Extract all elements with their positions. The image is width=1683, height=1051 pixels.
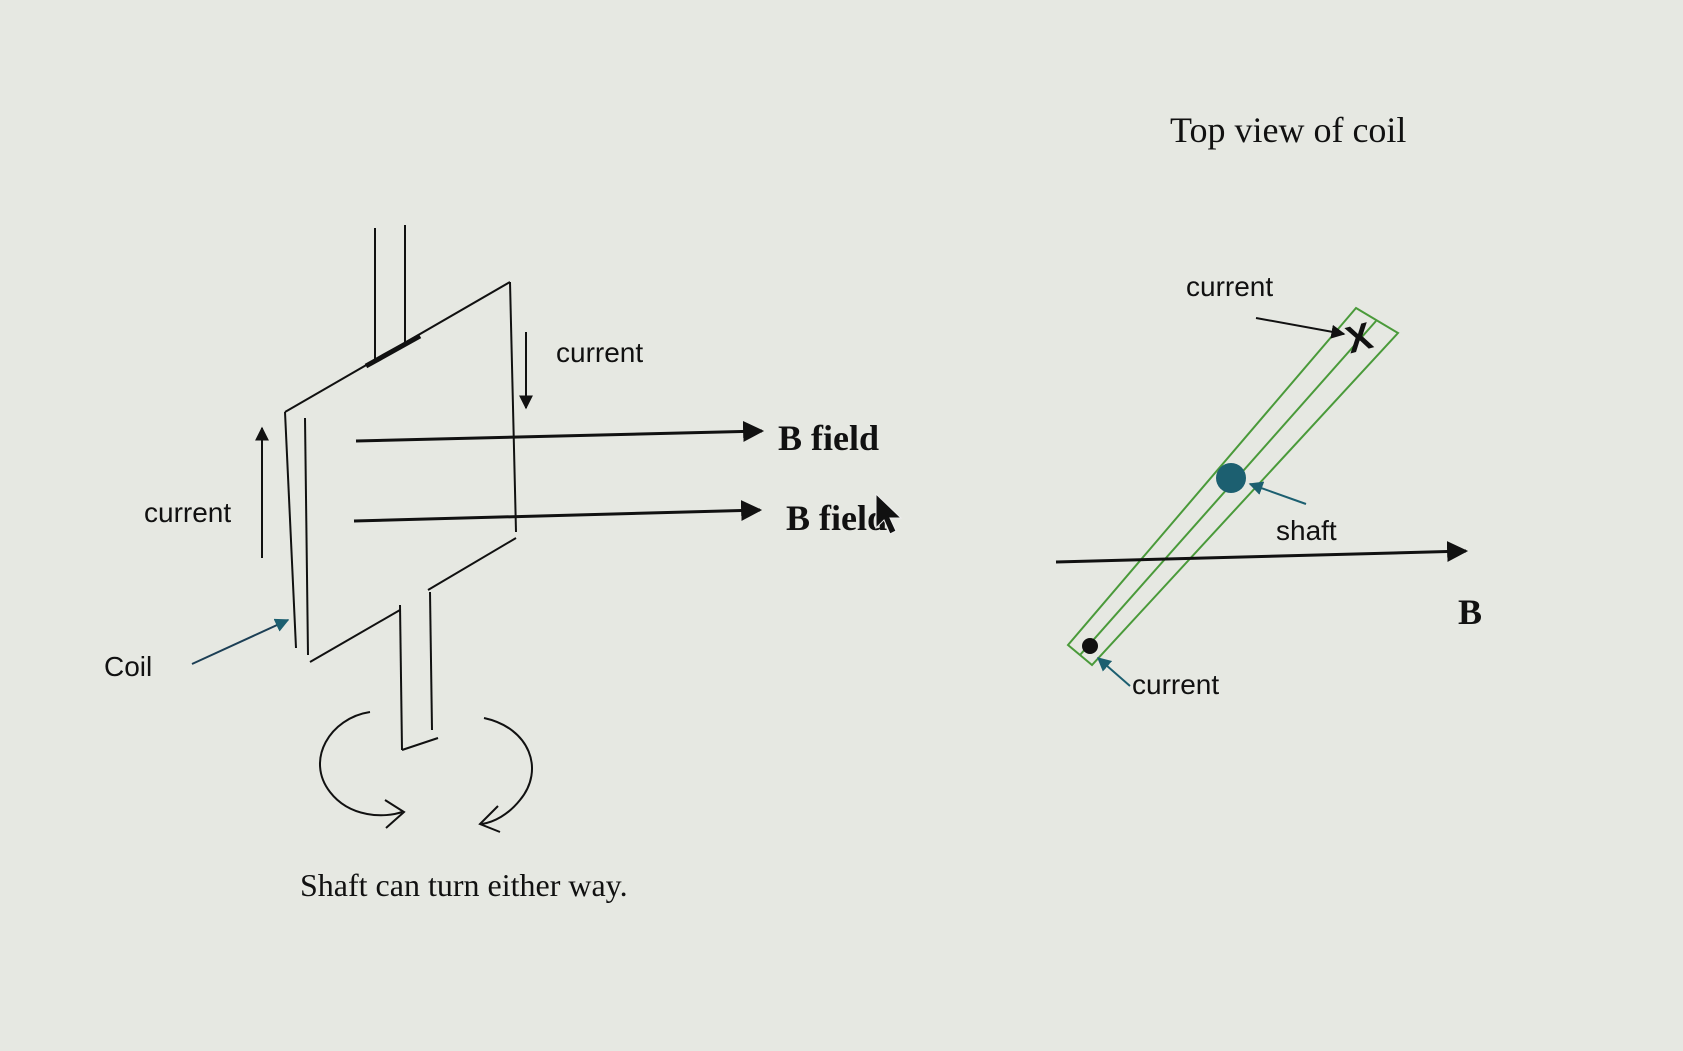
mouse-cursor-icon [875,492,903,535]
current-pointer-bottom [1096,657,1131,687]
lower-shaft-end [401,737,439,751]
coil-3d-drawing [284,225,533,833]
rotation-arrow-right [481,717,533,825]
b-field-arrow-1 [355,420,765,443]
coil-bottom-edge-right [427,537,517,591]
current-label-bottom-right: current [1132,669,1219,700]
coil-pointer-arrow [191,618,290,665]
b-field-arrow-2 [353,500,763,523]
coil-bottom-edge-left [309,609,401,663]
rotation-arrow-left [319,711,403,817]
b-field-label-1: B field [778,418,879,458]
current-out-dot [1082,638,1098,654]
lower-shaft-line-left [399,604,403,751]
current-pointer-top [1255,317,1346,339]
current-label-top-right: current [1186,271,1273,302]
lower-shaft-line-right [429,591,433,731]
shaft-dot [1216,463,1246,493]
b-label: B [1458,592,1482,632]
coil-left-side-outer [284,411,297,649]
shaft-pointer-arrow [1248,481,1307,505]
coil-outer-outline [1066,306,1400,667]
top-view-title: Top view of coil [1170,110,1406,150]
rotation-arrow-left-head [384,799,406,829]
current-label-left: current [144,497,231,528]
b-arrow [1055,541,1469,564]
coil-shaft-joint [364,333,422,369]
current-x-symbol: X [1342,315,1378,362]
b-field-label-2: B field [786,498,887,538]
current-label-top: current [556,337,643,368]
shaft-label: shaft [1276,515,1337,546]
rotation-arrow-right-head [478,805,501,833]
coil-right-side [509,281,517,533]
caption-shaft-turn: Shaft can turn either way. [300,867,628,903]
coil-left-side-inner [304,417,309,656]
coil-label: Coil [104,651,152,682]
